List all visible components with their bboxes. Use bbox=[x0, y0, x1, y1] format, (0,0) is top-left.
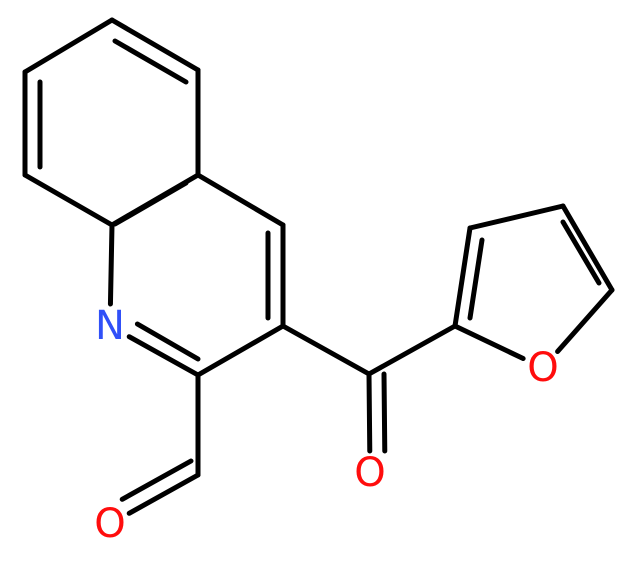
bond-inner-f1-f2 bbox=[467, 237, 485, 321]
bond-f1-f2 bbox=[452, 225, 473, 329]
bond-n1-c8a bbox=[107, 222, 115, 307]
bond-c1-c2 bbox=[109, 17, 201, 73]
bond-cho-o bbox=[126, 472, 201, 516]
bond-inner-f3-f4 bbox=[560, 219, 602, 286]
bond-f4-o bbox=[555, 287, 615, 355]
bond-inner-c3-c4 bbox=[112, 180, 189, 227]
bond-c3-co bbox=[280, 323, 372, 377]
bond-co-o-double bbox=[381, 371, 388, 454]
bond-inner-c1-c2 bbox=[112, 38, 189, 85]
bond-c4-c5 bbox=[22, 172, 115, 228]
bond-layer bbox=[22, 17, 615, 516]
atom-label-aldehyde-oxygen: O bbox=[94, 501, 125, 547]
atom-label-nitrogen: N bbox=[95, 303, 125, 349]
bond-co-furan bbox=[366, 323, 458, 377]
bond-c2-n1 bbox=[126, 334, 201, 378]
bond-c4a-c4 bbox=[195, 172, 286, 228]
bond-c6-c1 bbox=[22, 17, 115, 75]
atom-label-ketone-oxygen: O bbox=[354, 450, 385, 496]
bond-f3-f4 bbox=[560, 203, 615, 293]
bond-c3-c2 bbox=[195, 323, 286, 378]
bond-co-o bbox=[366, 371, 373, 454]
bond-o-f1 bbox=[452, 323, 526, 362]
bond-f2-f3 bbox=[467, 203, 566, 231]
atom-label-furan-oxygen: O bbox=[527, 345, 558, 391]
bond-cho-o-double bbox=[119, 458, 194, 502]
atom-label-layer: N O O O bbox=[94, 303, 558, 547]
bond-inner-c2-n1 bbox=[134, 321, 201, 362]
